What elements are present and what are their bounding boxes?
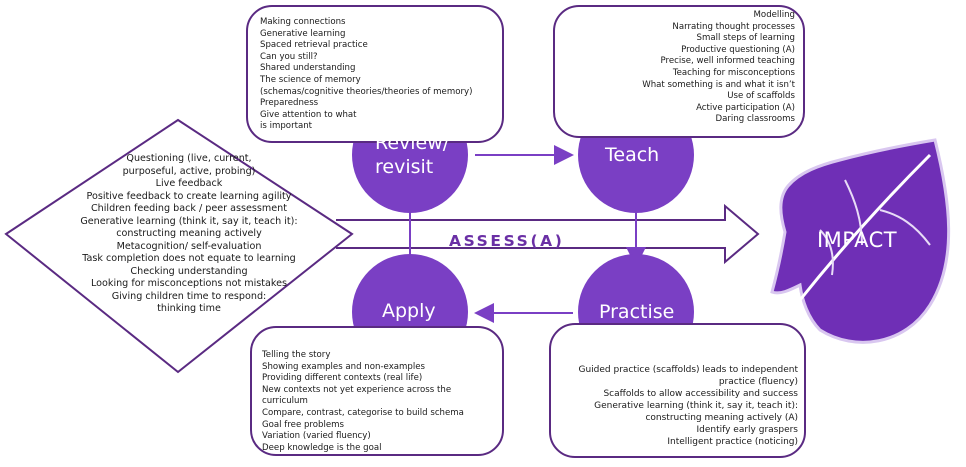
list-item: Questioning (live, current,: [126, 153, 252, 164]
list-item: Teaching for misconceptions: [672, 67, 795, 78]
assess-label: ASSESS(A): [449, 232, 565, 250]
assess-notes: Questioning (live, current, purposeful, …: [44, 153, 334, 316]
impact-leaf-icon: [770, 138, 951, 344]
list-item: The science of memory: [260, 74, 361, 85]
list-item: Narrating thought processes: [672, 21, 795, 32]
teach-notes-list: Modelling Narrating thought processes Sm…: [555, 7, 803, 126]
list-item: is important: [260, 121, 313, 132]
list-item: Generative learning (think it, say it, t…: [80, 215, 298, 227]
list-item: Guided practice (scaffolds) leads to ind…: [578, 365, 798, 375]
list-item: purposeful, active, probing): [122, 165, 256, 177]
list-item: Modelling: [753, 10, 795, 20]
list-item: Small steps of learning: [696, 33, 795, 44]
list-item: Showing examples and non-examples: [262, 361, 426, 372]
list-item: Deep knowledge is the goal: [262, 442, 382, 453]
list-item: Generative learning: [260, 28, 346, 39]
list-item: Children feeding back / peer assessment: [90, 203, 287, 214]
list-item: Active participation (A): [696, 102, 795, 113]
apply-notes-box: Telling the story Showing examples and n…: [250, 326, 504, 456]
list-item: (schemas/cognitive theories/theories of …: [260, 86, 473, 97]
assess-diamond: [4, 118, 354, 374]
list-item: Can you still?: [260, 51, 318, 62]
teach-notes-box: Modelling Narrating thought processes Sm…: [553, 5, 805, 138]
list-item: Checking understanding: [130, 265, 248, 277]
practise-notes-list: Guided practice (scaffolds) leads to ind…: [551, 325, 804, 448]
list-item: Telling the story: [262, 350, 331, 360]
list-item: Compare, contrast, categorise to build s…: [262, 407, 464, 418]
list-item: Give attention to what: [260, 109, 357, 120]
list-item: Metacognition/ self-evaluation: [116, 240, 262, 252]
list-item: Daring classrooms: [715, 114, 795, 125]
impact-label: IMPACT: [816, 228, 898, 252]
list-item: constructing meaning actively (A): [645, 413, 798, 423]
list-item: Goal free problems: [262, 419, 345, 430]
assess-arrow: [336, 203, 760, 265]
list-item: New contexts not yet experience across t…: [262, 384, 452, 395]
list-item: Intelligent practice (noticing): [667, 437, 798, 447]
list-item: What something is and what it isn’t: [642, 79, 795, 90]
list-item: Variation (varied fluency): [262, 431, 371, 442]
list-item: curriculum: [262, 396, 308, 407]
list-item: Looking for misconceptions not mistakes: [90, 278, 288, 289]
list-item: Giving children time to respond:: [111, 290, 267, 302]
practise-notes-box: Guided practice (scaffolds) leads to ind…: [549, 323, 806, 458]
list-item: Scaffolds to allow accessibility and suc…: [603, 389, 798, 399]
review-notes-list: Making connections Generative learning S…: [248, 7, 502, 133]
list-item: Productive questioning (A): [681, 44, 795, 55]
review-label-line2: revisit: [375, 156, 434, 178]
list-item: practice (fluency): [718, 377, 798, 387]
list-item: Task completion does not equate to learn…: [82, 253, 296, 264]
list-item: Precise, well informed teaching: [660, 56, 795, 67]
list-item: Spaced retrieval practice: [260, 40, 368, 51]
list-item: constructing meaning actively: [116, 228, 262, 239]
list-item: Generative learning (think it, say it, t…: [594, 401, 798, 411]
list-item: thinking time: [157, 303, 221, 314]
apply-notes-list: Telling the story Showing examples and n…: [252, 328, 502, 454]
review-label: Review/ revisit: [375, 131, 449, 179]
teach-label: Teach: [605, 144, 660, 166]
practise-label: Practise: [599, 301, 675, 323]
list-item: Providing different contexts (real life): [262, 373, 423, 384]
list-item: Making connections: [260, 17, 346, 27]
list-item: Preparedness: [260, 98, 319, 109]
list-item: Use of scaffolds: [727, 91, 795, 102]
apply-label: Apply: [382, 300, 436, 322]
list-item: Shared understanding: [260, 63, 356, 74]
list-item: Live feedback: [155, 178, 223, 189]
list-item: Identify early graspers: [696, 425, 798, 435]
review-label-line1: Review/: [375, 132, 450, 154]
review-notes-box: Making connections Generative learning S…: [246, 5, 504, 143]
list-item: Positive feedback to create learning agi…: [86, 190, 292, 202]
